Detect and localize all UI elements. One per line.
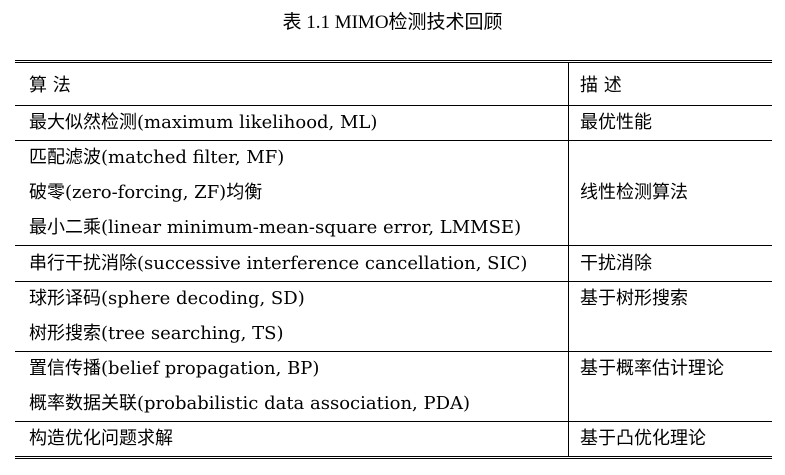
description-probability: 基于概率估计理论	[580, 358, 724, 379]
row-rule	[15, 245, 772, 246]
algorithm-sd: 球形译码(sphere decoding, SD)	[29, 288, 305, 309]
header-description: 描 述	[580, 75, 622, 96]
row-rule	[15, 421, 772, 422]
row-rule	[15, 351, 772, 352]
header-rule	[15, 105, 772, 106]
algorithm-convex: 构造优化问题求解	[29, 428, 173, 449]
algorithm-bp: 置信传播(belief propagation, BP)	[29, 358, 320, 379]
table-caption: 表 1.1 MIMO检测技术回顾	[282, 12, 503, 33]
algorithm-pda: 概率数据关联(probabilistic data association, P…	[29, 393, 471, 414]
algorithm-zf: 破零(zero-forcing, ZF)均衡	[29, 182, 263, 203]
row-rule	[15, 281, 772, 282]
table-top-rule	[15, 60, 772, 63]
table-bottom-rule	[15, 456, 772, 459]
algorithm-lmmse: 最小二乘(linear minimum-mean-square error, L…	[29, 217, 522, 238]
algorithm-ml: 最大似然检测(maximum likelihood, ML)	[29, 112, 378, 133]
header-algorithm: 算 法	[29, 75, 71, 96]
description-ml: 最优性能	[580, 112, 652, 133]
algorithm-ts: 树形搜索(tree searching, TS)	[29, 323, 284, 344]
row-rule	[15, 140, 772, 141]
description-convex: 基于凸优化理论	[580, 428, 706, 449]
description-tree: 基于树形搜索	[580, 288, 688, 309]
algorithm-sic: 串行干扰消除(successive interference cancellat…	[29, 253, 528, 274]
description-sic: 干扰消除	[580, 253, 652, 274]
algorithm-mf: 匹配滤波(matched filter, MF)	[29, 147, 285, 168]
description-linear: 线性检测算法	[580, 182, 688, 203]
column-divider	[568, 63, 569, 456]
